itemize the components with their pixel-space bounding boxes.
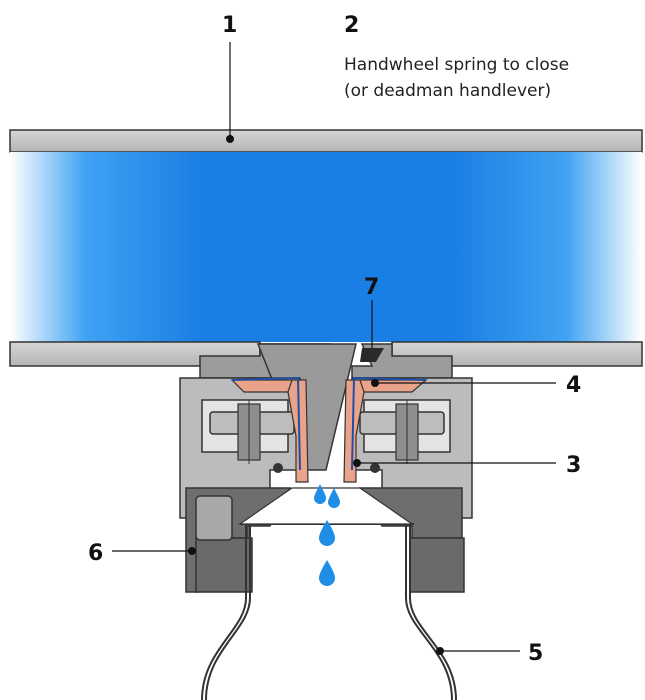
pin-right (370, 463, 380, 473)
liquid-drops (314, 484, 340, 586)
lower-body-left-block (195, 537, 253, 593)
pin-left (273, 463, 283, 473)
bottle-outline (201, 523, 457, 700)
liquid-fill (10, 152, 642, 342)
lower-body-right-block (409, 537, 465, 593)
seal-line-right (351, 376, 427, 471)
drop-2 (328, 488, 340, 508)
leader-1-dot (226, 135, 234, 143)
drop-4 (319, 560, 335, 586)
seal-cone-left (287, 379, 309, 483)
drop-3 (319, 520, 335, 546)
callout-6: 6 (88, 541, 103, 566)
funnel-opening (238, 487, 414, 525)
leader-6-dot (188, 547, 196, 555)
callout-5: 5 (528, 641, 543, 666)
tank-bottom-plate-left (9, 341, 261, 367)
callout-2: 2 (344, 13, 359, 38)
leader-4-dot (371, 379, 379, 387)
leader-3-dot (353, 459, 361, 467)
caption-2-line-1: Handwheel spring to close (344, 55, 569, 75)
caption-2-line-2: (or deadman handlever) (344, 81, 551, 101)
callout-3: 3 (566, 453, 581, 478)
leader-5-dot (436, 647, 444, 655)
nozzle-tip (360, 348, 384, 362)
callout-4: 4 (566, 373, 581, 398)
seal-line-left (231, 376, 301, 471)
drop-1 (314, 484, 326, 504)
seal-cone-right (343, 379, 365, 483)
side-handle (195, 495, 233, 541)
tank-top-plate (9, 129, 643, 153)
callout-7: 7 (364, 275, 379, 300)
callout-1: 1 (222, 13, 237, 38)
